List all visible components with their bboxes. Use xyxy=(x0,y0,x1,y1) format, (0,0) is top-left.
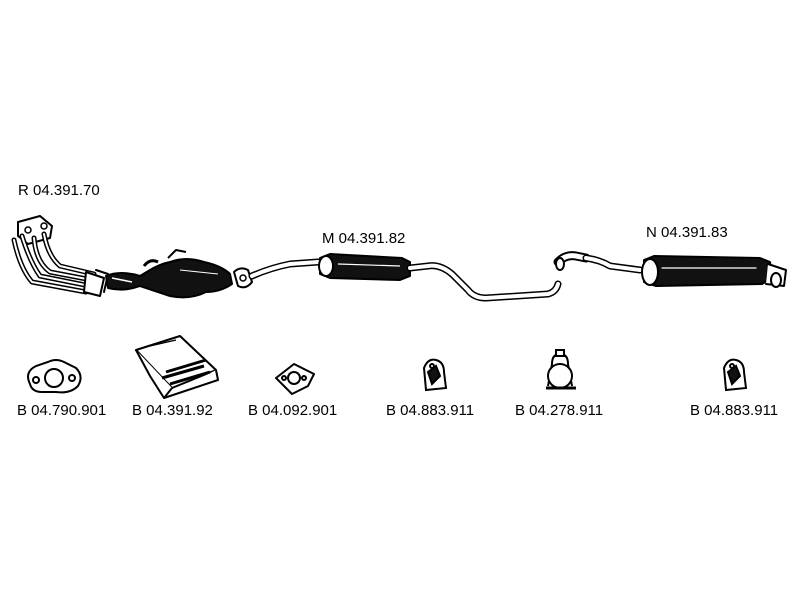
part-label-gasket-1: B 04.790.901 xyxy=(17,402,107,419)
rear-silencer-n-drawing xyxy=(553,251,787,288)
hanger-b-04-883-911-drawing xyxy=(422,358,448,392)
middle-pipe-drawing xyxy=(406,262,562,302)
front-pipe-r-drawing xyxy=(11,215,109,297)
mounting-kit-b-04-391-92-drawing xyxy=(135,335,219,399)
part-label-gasket-2: B 04.092.901 xyxy=(248,402,338,419)
gasket-b-04-790-901-drawing xyxy=(27,359,82,394)
part-label-hanger-3: B 04.883.911 xyxy=(690,402,779,419)
part-label-middle-silencer: M 04.391.82 xyxy=(322,230,406,247)
middle-silencer-m-drawing xyxy=(318,253,411,281)
hanger-b-04-278-911-drawing xyxy=(546,349,576,390)
part-label-hanger-2: B 04.278.911 xyxy=(515,402,604,419)
catalytic-converter-drawing xyxy=(105,249,233,299)
hanger-b-04-883-911-second-drawing xyxy=(722,358,748,392)
part-label-mounting-kit: B 04.391.92 xyxy=(132,402,213,419)
part-label-hanger-1: B 04.883.911 xyxy=(386,402,475,419)
part-label-front-pipe: R 04.391.70 xyxy=(18,182,100,199)
gasket-b-04-092-901-drawing xyxy=(275,363,315,395)
part-label-rear-silencer: N 04.391.83 xyxy=(646,224,728,241)
intermediate-pipe-drawing xyxy=(233,258,322,289)
